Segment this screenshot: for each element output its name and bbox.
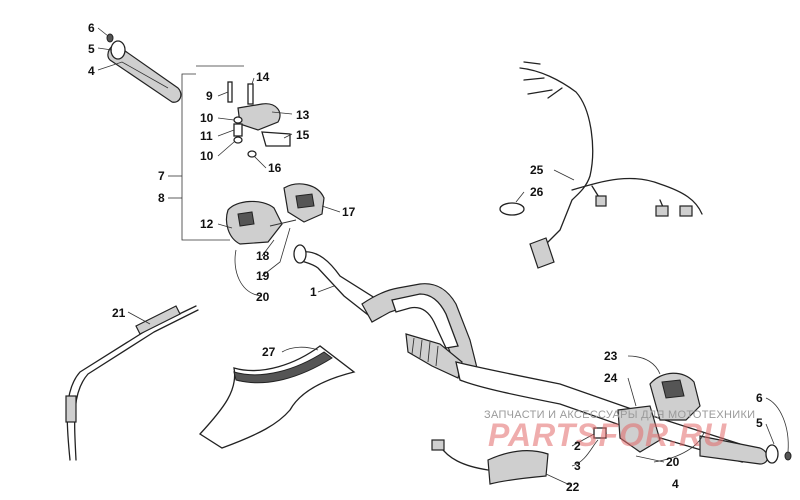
callout-4-left: 4 — [88, 64, 95, 78]
throttle-cable — [65, 305, 199, 461]
callout-17: 17 — [342, 205, 356, 219]
callout-19: 19 — [256, 269, 270, 283]
callout-3: 3 — [574, 459, 581, 473]
callout-16: 16 — [268, 161, 282, 175]
callout-13: 13 — [296, 108, 310, 122]
callout-2: 2 — [574, 439, 581, 453]
callout-4-right: 4 — [672, 477, 679, 491]
throttle-assembly — [227, 81, 291, 158]
callout-10-top: 10 — [200, 111, 214, 125]
callout-26: 26 — [530, 185, 544, 199]
left-switch-housing — [225, 183, 325, 245]
callout-9: 9 — [206, 89, 213, 103]
callout-6-right: 6 — [756, 391, 763, 405]
callout-20-left: 20 — [256, 290, 270, 304]
callout-20-right: 20 — [666, 455, 680, 469]
right-control-housing — [593, 372, 701, 453]
callout-15: 15 — [296, 128, 310, 142]
callout-8: 8 — [158, 191, 165, 205]
callout-22: 22 — [566, 480, 580, 494]
wire-harness — [499, 61, 703, 269]
callout-14: 14 — [256, 70, 270, 84]
callout-6-left: 6 — [88, 21, 95, 35]
bracket-7-8 — [181, 73, 230, 241]
leader-lines — [97, 27, 789, 487]
callout-21: 21 — [112, 306, 126, 320]
callout-12: 12 — [200, 217, 214, 231]
callout-18: 18 — [256, 249, 270, 263]
watermark-caption: ЗАПЧАСТИ И АКСЕССУАРЫ ДЛЯ МОТОТЕХНИКИ — [484, 409, 755, 421]
callout-27: 27 — [262, 345, 276, 359]
callout-5-left: 5 — [88, 42, 95, 56]
callout-23: 23 — [604, 349, 618, 363]
grip-heater-wire — [431, 439, 549, 485]
callout-5-right: 5 — [756, 416, 763, 430]
handlebar-pad — [198, 345, 356, 449]
callout-10-bottom: 10 — [200, 149, 214, 163]
left-grip — [106, 33, 182, 103]
callout-25: 25 — [530, 163, 544, 177]
callout-1: 1 — [310, 285, 317, 299]
callout-24: 24 — [604, 371, 618, 385]
watermark-brand: PARTSFOR.RU — [488, 417, 727, 453]
callout-11: 11 — [200, 129, 213, 143]
callout-7: 7 — [158, 169, 165, 183]
